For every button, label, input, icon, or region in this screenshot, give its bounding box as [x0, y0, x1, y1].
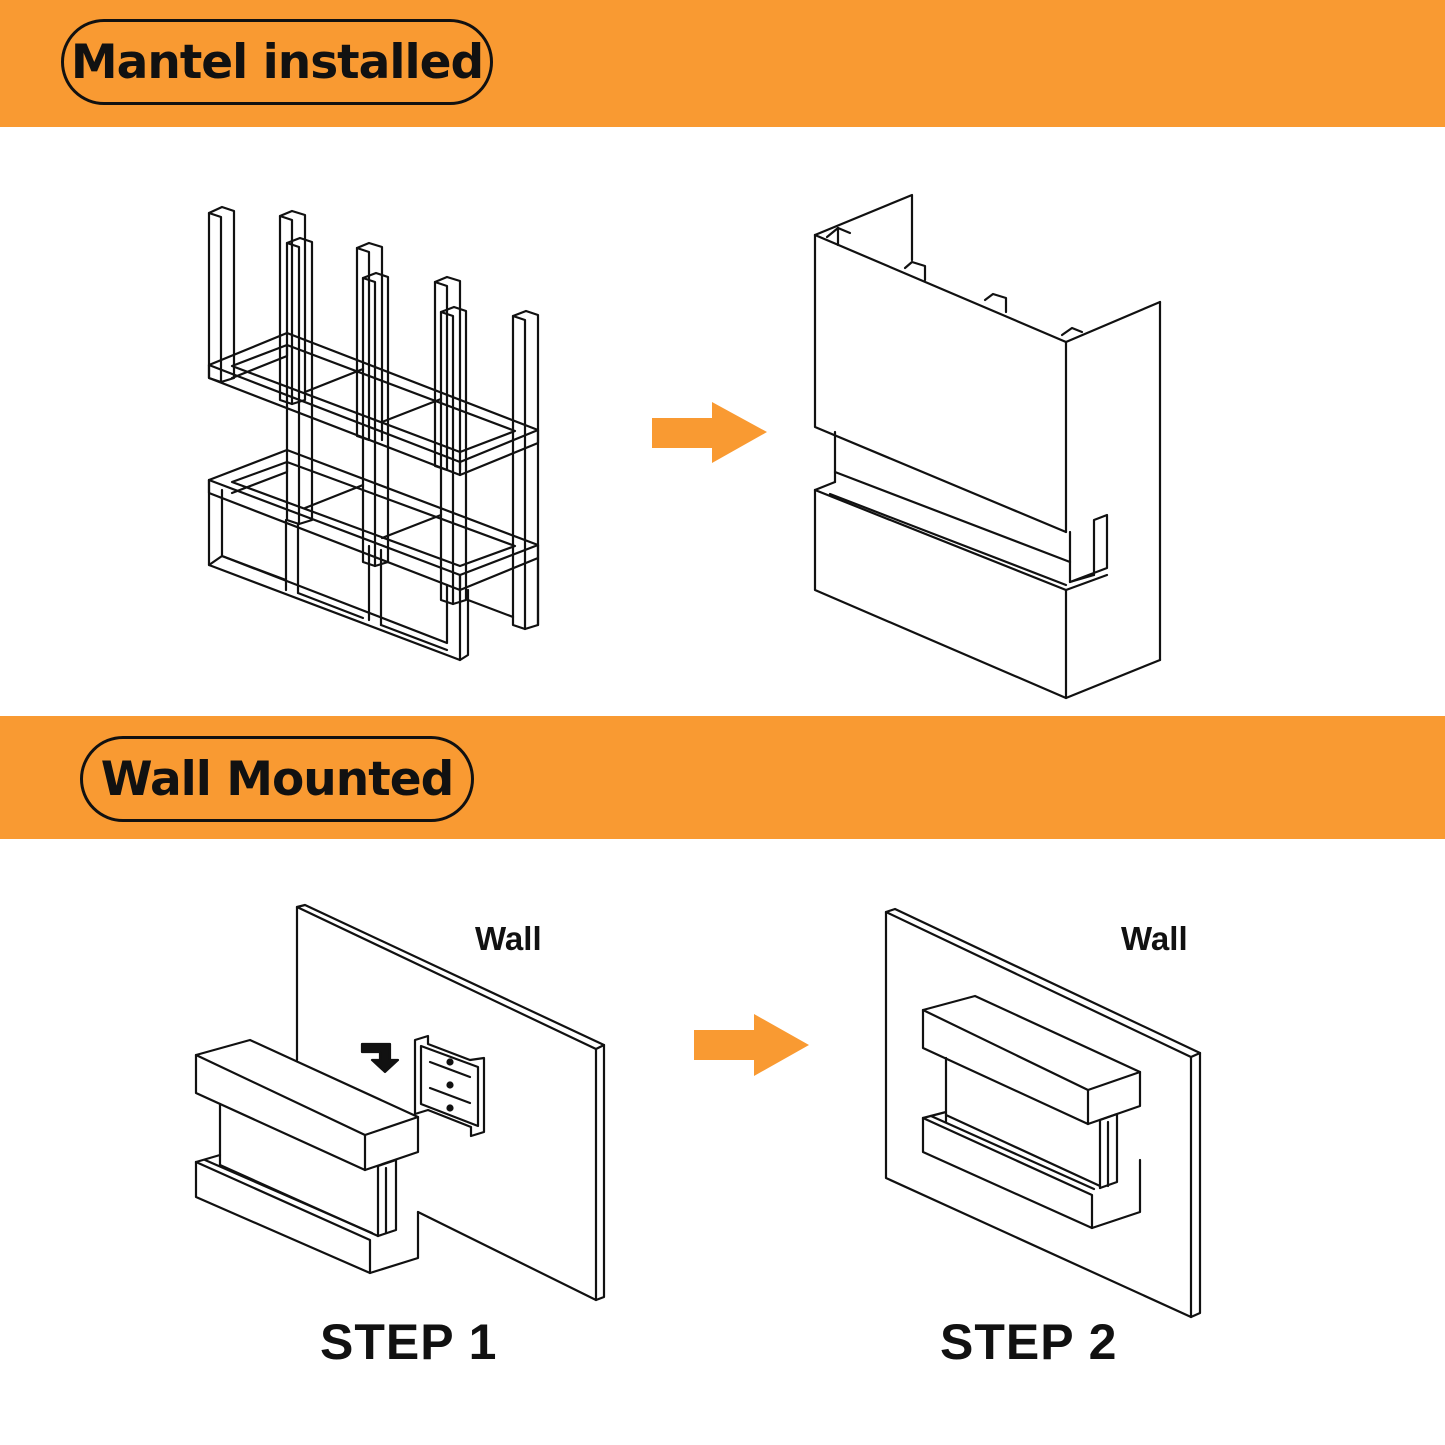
arrow-right-icon — [694, 1014, 809, 1076]
bracket-icon — [413, 1034, 486, 1138]
wall-mount-icon — [194, 903, 606, 1302]
wall-label: Wall — [1121, 920, 1188, 957]
wall-mounted-icon — [884, 907, 1202, 1319]
mantel-icon — [813, 193, 1162, 700]
wall-label: Wall — [475, 920, 542, 957]
step-2-label: STEP 2 — [940, 1314, 1118, 1370]
frame-icon — [207, 205, 540, 662]
section-title-mantel: Mantel installed — [61, 19, 493, 105]
arrow-right-icon — [652, 402, 767, 463]
step-1-label: STEP 1 — [320, 1314, 498, 1370]
section-title-wall: Wall Mounted — [80, 736, 474, 822]
